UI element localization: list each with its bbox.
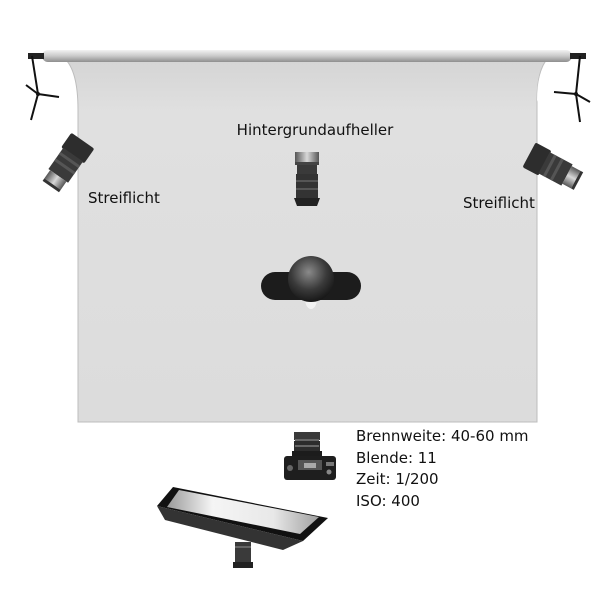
backdrop — [62, 57, 552, 423]
background-light-icon — [294, 152, 320, 206]
focal-length-text: Brennweite: 40-60 mm — [356, 427, 529, 445]
spotlight-icon — [42, 133, 94, 193]
aperture-text: Blende: 11 — [356, 448, 437, 467]
softbox-icon — [157, 487, 328, 568]
spotlight-icon — [523, 143, 584, 190]
strip-light-left-label: Streiflicht — [88, 189, 160, 207]
strip-light-right-label: Streiflicht — [463, 194, 535, 212]
person-icon — [261, 256, 361, 309]
shutter-text: Zeit: 1/200 — [356, 470, 439, 488]
iso-text: ISO: 400 — [356, 491, 420, 510]
background-light-label: Hintergrundaufheller — [236, 121, 394, 139]
backdrop-bar — [28, 50, 586, 62]
camera-icon — [284, 432, 336, 480]
light-stand-icon — [25, 55, 60, 121]
light-stand-icon — [553, 55, 591, 123]
camera-settings: Brennweite: 40-60 mm Blende: 11 Zeit: 1/… — [356, 426, 529, 512]
